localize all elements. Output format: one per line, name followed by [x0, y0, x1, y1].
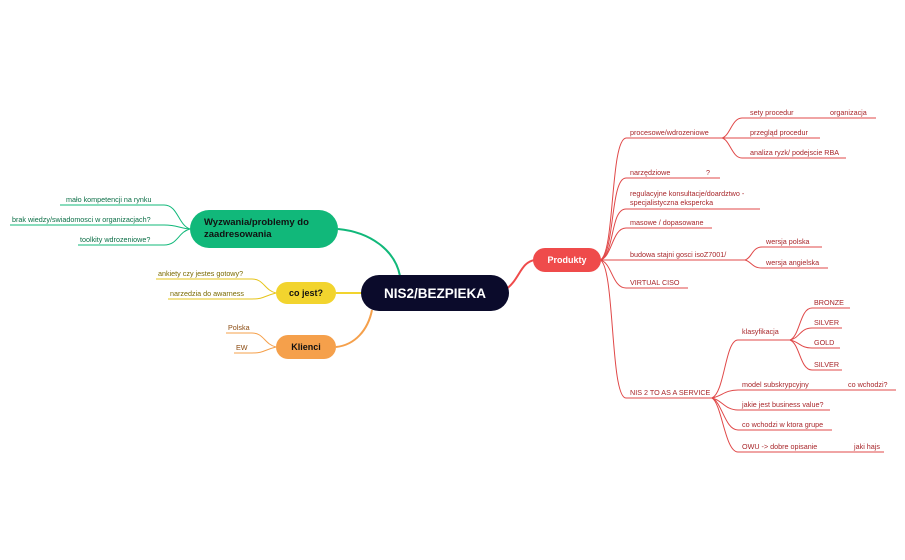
- branch-klienci[interactable]: Klienci: [276, 335, 336, 359]
- topic-sety-procedur[interactable]: sety procedur: [750, 108, 794, 117]
- topic-procesowe[interactable]: procesowe/wdrozeniowe: [630, 128, 709, 137]
- topic-co-wchodzi[interactable]: co wchodzi?: [848, 380, 888, 389]
- topic-brak-wiedzy[interactable]: brak wiedzy/swiadomosci w organizacjach?: [12, 215, 151, 224]
- topic-model-subskrypcyjny[interactable]: model subskrypcyjny: [742, 380, 809, 389]
- branch-produkty-label: Produkty: [547, 255, 587, 265]
- branch-klienci-label: Klienci: [291, 342, 321, 352]
- topic-toolkity[interactable]: toolkity wdrozeniowe?: [80, 235, 151, 244]
- topic-ankiety[interactable]: ankiety czy jestes gotowy?: [158, 269, 244, 278]
- topic-jaki-hajs[interactable]: jaki hajs: [854, 442, 880, 451]
- topic-narzedzia-awarness[interactable]: narzedzia do awarness: [170, 289, 244, 298]
- topic-owu[interactable]: OWU -> dobre opisanie: [742, 442, 818, 451]
- topic-wersja-polska[interactable]: wersja polska: [766, 237, 810, 246]
- branch-produkty[interactable]: Produkty: [533, 248, 601, 272]
- topic-wersja-angielska[interactable]: wersja angielska: [766, 258, 820, 267]
- connector-center-klienci: [335, 309, 373, 348]
- topic-gold[interactable]: GOLD: [814, 338, 835, 347]
- topic-nis2-service[interactable]: NIS 2 TO AS A SERVICE: [630, 388, 711, 397]
- branch-co-jest[interactable]: co jest?: [276, 282, 336, 304]
- topic-klasyfikacja[interactable]: klasyfikacja: [742, 327, 779, 336]
- branch-wyzwania[interactable]: Wyzwania/problemy do zaadresowania: [190, 210, 338, 248]
- topic-narzedziowe[interactable]: narzędziowe: [630, 168, 671, 177]
- topic-bronze[interactable]: BRONZE: [814, 298, 844, 307]
- topic-przeglad-procedur[interactable]: przegląd procedur: [750, 128, 808, 137]
- topic-analiza-ryzyk[interactable]: analiza ryzk/ podejscie RBA: [750, 148, 840, 157]
- topic-regulacyjne[interactable]: regulacyjne konsultacje/doardztwo - spec…: [630, 189, 745, 207]
- branch-co-jest-label: co jest?: [288, 288, 323, 298]
- topic-business-value[interactable]: jakie jest business value?: [742, 400, 824, 409]
- topic-masowe[interactable]: masowe / dopasowane: [630, 218, 704, 227]
- connector-center-wyzwania: [337, 228, 401, 277]
- central-topic-label: NIS2/BEZPIEKA: [383, 285, 487, 301]
- connector-center-produkty: [504, 259, 536, 291]
- topic-organizacja[interactable]: organizacja: [830, 108, 867, 117]
- topic-virtual-ciso[interactable]: VIRTUAL CISO: [630, 278, 680, 287]
- topic-budowa-stajni[interactable]: budowa stajni gosci isoZ7001/: [630, 250, 727, 259]
- topic-malo-kompetencji[interactable]: mało kompetencji na rynku: [66, 195, 152, 204]
- topic-polska[interactable]: Polska: [228, 323, 250, 332]
- topic-ew[interactable]: EW: [236, 343, 248, 352]
- topic-question[interactable]: ?: [706, 168, 710, 177]
- central-topic[interactable]: NIS2/BEZPIEKA: [361, 275, 509, 311]
- branch-wyzwania-label: Wyzwania/problemy do zaadresowania: [204, 217, 309, 240]
- topic-silver-2[interactable]: SILVER: [814, 360, 840, 369]
- topic-silver-1[interactable]: SILVER: [814, 318, 840, 327]
- topic-co-wchodzi-grupe[interactable]: co wchodzi w ktora grupe: [742, 420, 824, 429]
